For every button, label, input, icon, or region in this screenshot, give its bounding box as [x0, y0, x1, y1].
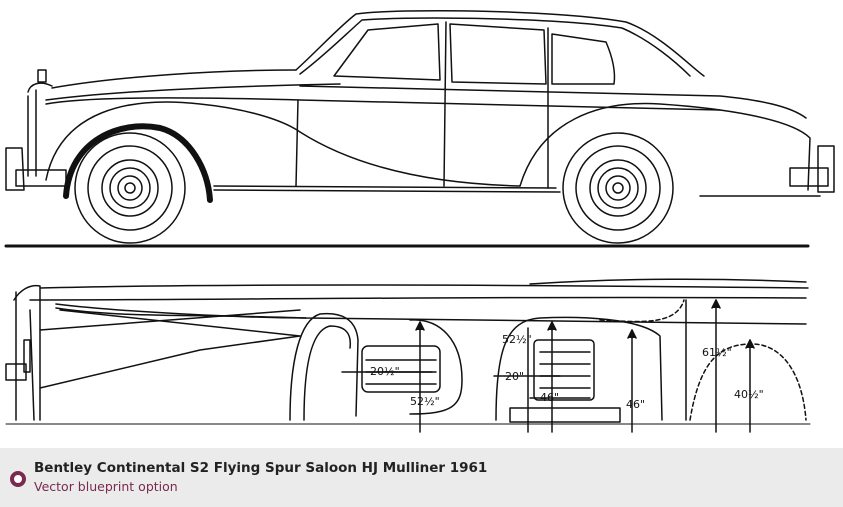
dim-label: 61½"	[702, 346, 732, 359]
blueprint-title[interactable]: Bentley Continental S2 Flying Spur Saloo…	[34, 460, 488, 476]
blueprint-option-label[interactable]: Vector blueprint option	[34, 479, 178, 494]
radio-selected-icon[interactable]	[10, 471, 26, 487]
dim-label: 52½"	[502, 333, 532, 346]
side-view	[4, 9, 835, 248]
section-view	[5, 278, 811, 433]
dim-label: 46"	[540, 391, 559, 404]
blueprint-drawing: 20½" 52½" 52½" 20" 46" 46" 61½" 40½"	[4, 9, 835, 433]
dim-label: 20"	[505, 370, 524, 383]
dim-label: 40½"	[734, 388, 764, 401]
dim-label: 46"	[626, 398, 645, 411]
dim-label: 52½"	[410, 395, 440, 408]
dim-label: 20½"	[370, 365, 400, 378]
caption-bar	[0, 448, 843, 507]
